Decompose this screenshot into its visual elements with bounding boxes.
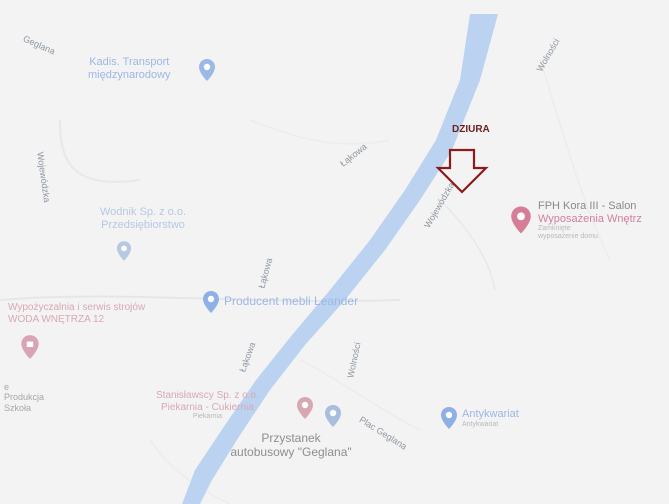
poi-przystanek-name-line: autobusowy "Geglana"	[230, 444, 352, 459]
poi-kadis-label[interactable]: Kadis. Transport międzynarodowy	[88, 56, 171, 81]
map-pin-icon[interactable]	[198, 58, 216, 82]
road-line	[249, 119, 391, 145]
poi-kora-category: wyposażenie domu	[538, 233, 598, 241]
road-line	[439, 199, 496, 291]
poi-kadis-name-line: Kadis. Transport	[89, 56, 170, 68]
poi-stanislawscy-name-line: Piekarnia - Cukiernia	[161, 401, 254, 413]
poi-stanislawscy-label[interactable]: Stanisławscy Sp. z o.o. Piekarnia - Cuki…	[156, 390, 259, 421]
road-line	[149, 439, 231, 504]
poi-left-edge-line: Szkoła	[4, 402, 32, 413]
road-line	[539, 59, 611, 261]
river-shape	[182, 14, 498, 504]
poi-stanislawscy-name-line: Stanisławscy Sp. z o.o.	[156, 390, 259, 401]
poi-kora-status: Zamknięte	[538, 225, 571, 233]
poi-left-edge-label: e Produkcja Szkoła	[4, 382, 44, 413]
poi-antykwariat-name-line: Antykwariat	[462, 408, 519, 420]
map-pin-icon[interactable]	[510, 205, 532, 235]
map-pin-icon[interactable]	[202, 290, 220, 314]
map-pin-icon[interactable]	[440, 406, 458, 430]
poi-wodnik-name-line: Przedsiębiorstwo	[101, 218, 185, 231]
poi-antykwariat-label[interactable]: Antykwariat Antykwariat	[462, 408, 519, 429]
annotation-label: DZIURA	[452, 124, 490, 135]
road-line	[59, 119, 141, 183]
poi-wodnik-name-line: Wodnik Sp. z o.o.	[100, 206, 187, 218]
poi-przystanek-label[interactable]: Przystanek autobusowy "Geglana"	[206, 431, 376, 460]
down-arrow-icon	[435, 148, 489, 194]
poi-przystanek-name-line: Przystanek	[261, 431, 321, 445]
poi-left-edge-line: e	[4, 382, 10, 392]
poi-left-edge-line: Produkcja	[4, 392, 45, 403]
road-line	[299, 359, 421, 431]
poi-kora-label[interactable]: FPH Kora III - Salon Wyposażenia Wnętrz …	[538, 200, 642, 241]
poi-leander-label[interactable]: Producent mebli Leander	[224, 294, 359, 308]
shopping-bag-icon[interactable]	[20, 334, 40, 360]
poi-wnetrza-label[interactable]: Wypożyczalnia i serwis strojów WODA WNĘT…	[8, 302, 145, 325]
bus-stop-pin-icon[interactable]	[324, 404, 342, 428]
poi-stanislawscy-category: Piekarnia	[192, 413, 222, 420]
map-pin-icon[interactable]	[296, 396, 314, 420]
poi-wodnik-label[interactable]: Wodnik Sp. z o.o. Przedsiębiorstwo	[100, 206, 186, 231]
poi-kora-name-line: FPH Kora III - Salon	[538, 200, 637, 212]
poi-kora-name-line: Wyposażenia Wnętrz	[538, 212, 642, 225]
poi-wnetrza-name-line: Wypożyczalnia i serwis strojów	[8, 302, 146, 313]
poi-antykwariat-category: Antykwariat	[462, 420, 499, 428]
poi-wnetrza-name-line: WODA WNĘTRZA 12	[8, 313, 105, 325]
map-pin-icon[interactable]	[116, 240, 132, 262]
poi-kadis-name-line: międzynarodowy	[88, 68, 171, 81]
